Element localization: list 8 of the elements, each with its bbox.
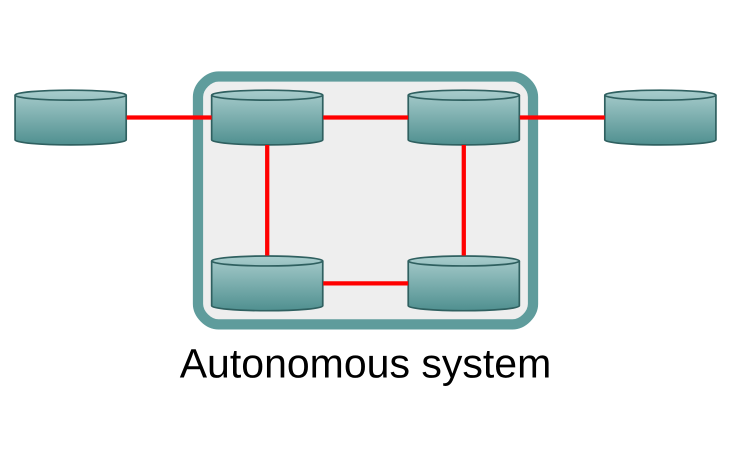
connector xyxy=(323,115,408,120)
connector xyxy=(323,281,408,286)
cluster xyxy=(192,71,538,330)
caption: Autonomous system xyxy=(180,340,552,387)
connector xyxy=(520,115,605,120)
connector xyxy=(126,115,212,120)
connector xyxy=(462,145,466,256)
connector xyxy=(265,145,270,256)
